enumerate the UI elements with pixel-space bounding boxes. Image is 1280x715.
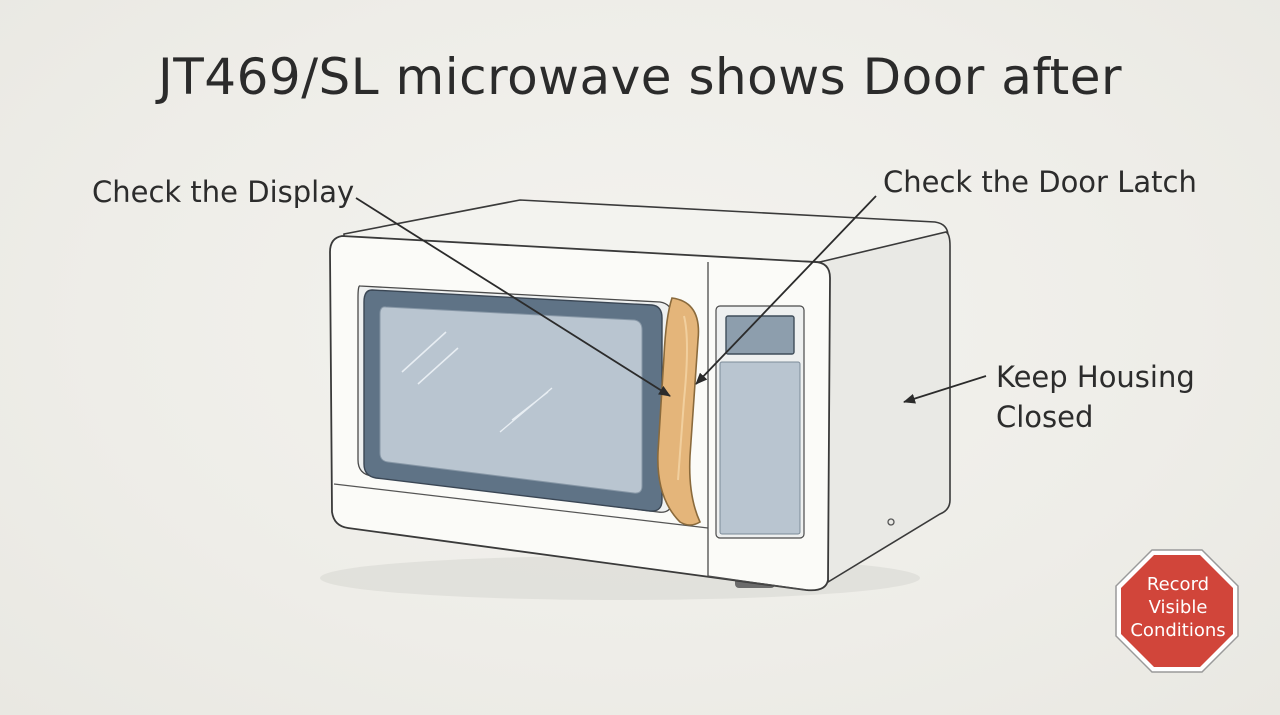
housing-label-line1: Keep Housing (996, 360, 1195, 394)
handle-highlight (677, 315, 688, 481)
display-callout-arrow (355, 197, 671, 397)
side-screw (887, 518, 895, 526)
housing-callout-arrow (903, 375, 987, 404)
housing-callout-label: Keep Housing Closed (996, 357, 1195, 437)
door-handle (657, 297, 702, 526)
panel-lower-glass (719, 361, 801, 535)
latch-callout-arrow (695, 195, 877, 385)
glass-glare-2 (499, 387, 553, 433)
stop-sign (1121, 555, 1233, 667)
stop-sign-text: Record Visible Conditions (1118, 573, 1238, 642)
stop-sign-line3: Conditions (1130, 620, 1226, 641)
display-callout-label: Check the Display (92, 175, 355, 209)
diagram-title: JT469/SL microwave shows Door after (157, 48, 1123, 106)
door-glass (379, 306, 643, 494)
stop-sign-line2: Visible (1148, 597, 1208, 618)
door-latch-callout-label: Check the Door Latch (883, 165, 1197, 199)
door-bottom-line (333, 483, 709, 529)
housing-label-line2: Closed (996, 400, 1094, 434)
glass-glare (401, 331, 459, 385)
side-face (819, 231, 951, 584)
control-panel (707, 262, 807, 591)
stop-sign-line1: Record (1146, 574, 1210, 595)
display-screen (725, 315, 795, 355)
